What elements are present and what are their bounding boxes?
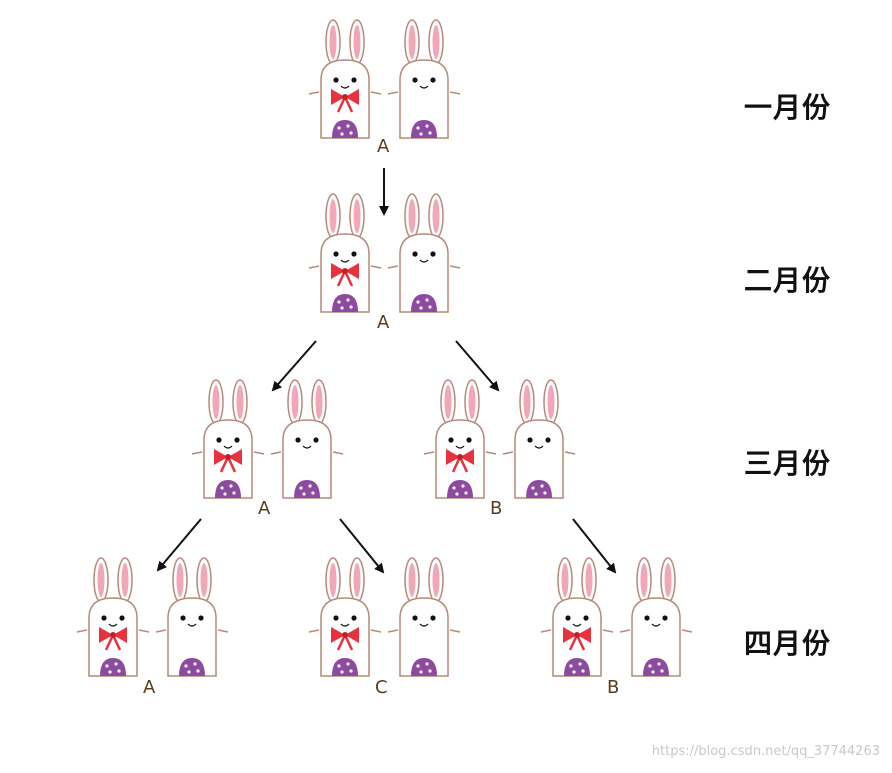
rabbit-pair: A [307,18,461,157]
pair-label: A [377,312,390,333]
rabbit-pair: A [307,192,461,333]
male-rabbit-icon [387,193,461,313]
rabbit-pair: B [539,556,693,698]
male-rabbit-icon [270,379,344,499]
arrow-mar-a-to-apr-a [156,518,202,572]
watermark: https://blog.csdn.net/qq_37744263 [651,744,880,759]
female-rabbit-icon [307,192,383,314]
rabbit-pair: C [307,556,461,698]
female-rabbit-icon [307,18,383,140]
month-label-feb: 二月份 [744,264,832,297]
arrow-mar-b-to-apr-b [572,518,617,574]
male-rabbit-icon [619,557,693,677]
arrows [156,168,617,574]
male-rabbit-icon [387,557,461,677]
arrow-feb-to-mar-b [455,340,500,392]
male-rabbit-icon [387,19,461,139]
pair-label: C [375,677,388,698]
female-rabbit-icon [422,378,498,500]
rabbit-pair: A [190,378,344,519]
male-rabbit-icon [502,379,576,499]
pair-label: A [377,136,390,157]
female-rabbit-icon [75,556,151,678]
month-label-jan: 一月份 [744,91,832,124]
arrow-mar-a-to-apr-c [339,518,385,574]
pair-label: A [143,677,156,698]
arrow-feb-to-mar-a [271,340,317,392]
month-label-mar: 三月份 [744,447,832,480]
rabbit-pair: A [75,556,229,698]
pair-label: B [607,677,619,698]
female-rabbit-icon [539,556,615,678]
rabbit-pair: B [422,378,576,519]
month-label-apr: 四月份 [744,627,832,660]
male-rabbit-icon [155,557,229,677]
female-rabbit-icon [307,556,383,678]
pair-label: A [258,498,271,519]
pair-label: B [490,498,502,519]
female-rabbit-icon [190,378,266,500]
